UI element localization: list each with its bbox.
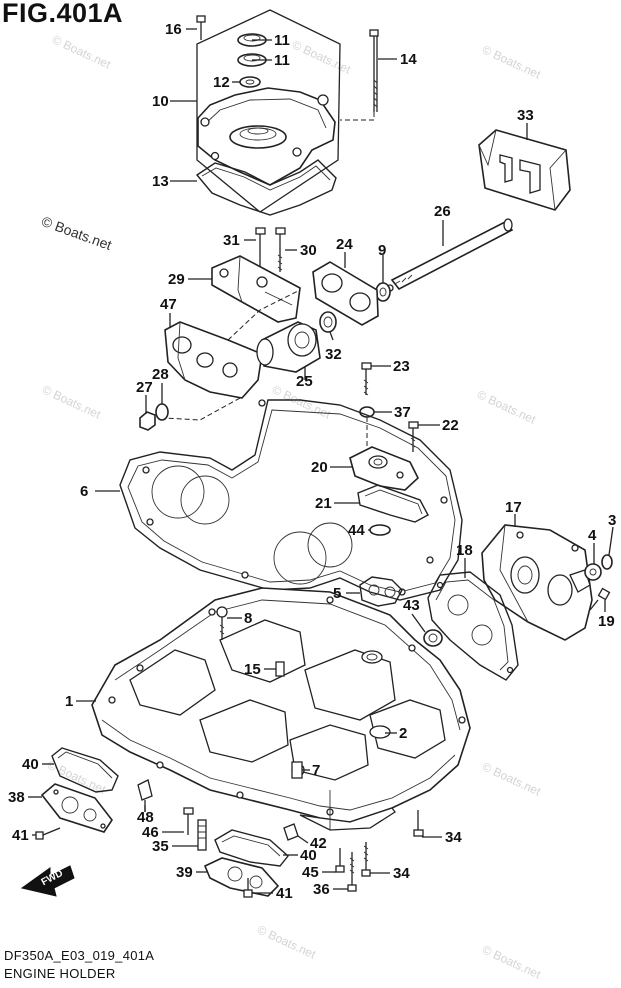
bolt-pair — [255, 227, 286, 272]
callout-part-42[interactable]: 42 — [310, 835, 327, 852]
callout-part-40[interactable]: 40 — [22, 756, 39, 773]
thermostat-housing — [349, 446, 419, 491]
callout-part-15[interactable]: 15 — [244, 661, 261, 678]
dowel-pin — [275, 661, 285, 677]
figure-title: FIG.401A — [2, 0, 124, 28]
callout-part-23[interactable]: 23 — [393, 358, 410, 375]
bracket-plate — [312, 261, 379, 326]
callout-part-16[interactable]: 16 — [165, 21, 182, 38]
callout-part-6[interactable]: 6 — [80, 483, 89, 500]
bolt-36 — [347, 852, 357, 892]
callout-part-48[interactable]: 48 — [137, 809, 154, 826]
callout-part-9[interactable]: 9 — [378, 242, 387, 259]
callout-part-46[interactable]: 46 — [142, 824, 159, 841]
plug-42 — [283, 823, 299, 841]
gasket-40-lower — [214, 829, 289, 867]
bolt-23 — [359, 362, 375, 450]
callout-part-11[interactable]: 11 — [274, 32, 290, 49]
callout-part-32[interactable]: 32 — [325, 346, 342, 363]
gasket-18 — [427, 571, 519, 681]
callout-part-28[interactable]: 28 — [152, 366, 169, 383]
cover-plate-38 — [40, 783, 113, 833]
callout-part-27[interactable]: 27 — [136, 379, 153, 396]
exhaust-cover-17 — [481, 524, 593, 641]
callout-part-17[interactable]: 17 — [505, 499, 522, 516]
fwd-arrow-icon: FWD — [20, 865, 75, 897]
callout-part-26[interactable]: 26 — [434, 203, 451, 220]
top-cover-assembly — [195, 9, 341, 216]
bolt-41-left — [35, 827, 61, 840]
callout-part-1[interactable]: 1 — [65, 693, 74, 710]
seal-4 — [584, 563, 602, 581]
callout-part-18[interactable]: 18 — [456, 542, 473, 559]
leader-lines — [28, 28, 614, 894]
pin-7 — [291, 761, 303, 779]
gasket-21 — [357, 484, 429, 523]
callout-part-19[interactable]: 19 — [598, 613, 615, 630]
callout-part-2[interactable]: 2 — [399, 725, 408, 742]
callout-part-33[interactable]: 33 — [517, 107, 534, 124]
rubber-mount — [256, 321, 321, 373]
callout-part-10[interactable]: 10 — [152, 93, 169, 110]
bolt-45 — [335, 848, 345, 873]
shaft — [386, 218, 514, 292]
callout-part-7[interactable]: 7 — [312, 762, 321, 779]
callout-part-41[interactable]: 41 — [12, 827, 29, 844]
callout-part-11[interactable]: 11 — [274, 52, 290, 69]
callout-part-4[interactable]: 4 — [588, 527, 597, 544]
callout-part-29[interactable]: 29 — [168, 271, 185, 288]
engine-holder-main — [91, 587, 471, 831]
callout-part-40[interactable]: 40 — [300, 847, 317, 864]
callout-part-45[interactable]: 45 — [302, 864, 319, 881]
callout-part-8[interactable]: 8 — [244, 610, 253, 627]
callout-part-43[interactable]: 43 — [403, 597, 420, 614]
callout-part-24[interactable]: 24 — [336, 236, 353, 253]
bolt-34-lower — [361, 842, 371, 877]
callout-part-25[interactable]: 25 — [296, 373, 313, 390]
callout-part-20[interactable]: 20 — [311, 459, 328, 476]
ring-3 — [601, 554, 613, 570]
long-bolt — [340, 29, 379, 121]
callout-part-47[interactable]: 47 — [160, 296, 177, 313]
callout-part-39[interactable]: 39 — [176, 864, 193, 881]
bolt-19 — [589, 587, 611, 611]
mount-bracket — [211, 255, 301, 323]
cover-plate-39 — [203, 857, 280, 897]
diagram-name: ENGINE HOLDER — [4, 966, 116, 981]
callout-part-14[interactable]: 14 — [400, 51, 417, 68]
o-ring — [369, 524, 391, 536]
seal-43 — [423, 629, 443, 647]
bolt-8 — [216, 606, 228, 640]
gasket-5 — [359, 576, 403, 607]
bolt-46 — [183, 807, 207, 851]
callout-part-22[interactable]: 22 — [442, 417, 459, 434]
callout-part-37[interactable]: 37 — [394, 404, 411, 421]
rubber-cover — [478, 129, 571, 211]
callout-part-44[interactable]: 44 — [348, 522, 365, 539]
callout-part-34[interactable]: 34 — [445, 829, 462, 846]
callout-part-38[interactable]: 38 — [8, 789, 25, 806]
diagram-code: DF350A_E03_019_401A — [4, 948, 155, 963]
main-gasket — [119, 399, 463, 601]
callout-part-41[interactable]: 41 — [276, 885, 293, 902]
callout-part-30[interactable]: 30 — [300, 242, 317, 259]
washer-28 — [155, 403, 169, 421]
callout-part-31[interactable]: 31 — [223, 232, 240, 249]
callout-part-13[interactable]: 13 — [152, 173, 169, 190]
engine-mount-47 — [164, 289, 301, 421]
bushing — [319, 311, 337, 333]
callout-part-34[interactable]: 34 — [393, 865, 410, 882]
callout-part-3[interactable]: 3 — [608, 512, 617, 529]
callout-part-12[interactable]: 12 — [213, 74, 230, 91]
callout-part-21[interactable]: 21 — [315, 495, 332, 512]
callout-part-5[interactable]: 5 — [333, 585, 342, 602]
bolt-34-upper — [413, 810, 424, 837]
callout-part-36[interactable]: 36 — [313, 881, 330, 898]
callout-part-35[interactable]: 35 — [152, 838, 169, 855]
gasket-40-left — [51, 747, 119, 793]
nut — [139, 411, 156, 431]
